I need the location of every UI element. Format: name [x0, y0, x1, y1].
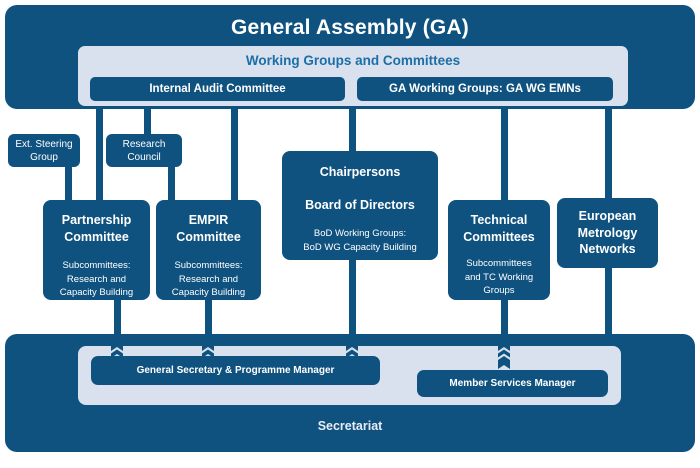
up-chevron-arrow-icon [111, 345, 123, 358]
connector-ga-empir [231, 108, 238, 202]
secretariat-panel: General Secretary & Programme Manager Me… [78, 346, 621, 405]
secretariat-banner: General Secretary & Programme Manager Me… [5, 334, 695, 452]
empir-committee-title: EMPIR Committee [176, 213, 241, 244]
bod-working-groups-subtitle: BoD Working Groups: BoD WG Capacity Buil… [303, 227, 417, 253]
connector-technical-secretariat [501, 299, 508, 347]
ga-working-groups-box: GA Working Groups: GA WG EMNs [357, 77, 613, 101]
technical-committees-subtitle: Subcommittees and TC Working Groups [464, 257, 534, 297]
partnership-committee-subtitle: Subcommittees: Research and Capacity Bui… [59, 259, 134, 299]
connector-ga-technical [501, 108, 508, 201]
european-metrology-networks-box: European Metrology Networks [557, 198, 658, 268]
connector-ga-research-council [144, 108, 151, 136]
general-secretary-label: General Secretary & Programme Manager [136, 365, 335, 376]
board-of-directors-box: Chairpersons Board of Directors BoD Work… [282, 151, 438, 260]
board-of-directors-title: Board of Directors [305, 197, 415, 212]
up-triple-chevron-arrow-icon [498, 345, 510, 369]
ext-steering-group-box: Ext. Steering Group [8, 134, 80, 167]
up-chevron-arrow-icon [202, 345, 214, 358]
up-chevron-arrow-icon [346, 345, 358, 358]
technical-committees-box: Technical Committees Subcommittees and T… [448, 200, 550, 300]
empir-committee-subtitle: Subcommittees: Research and Capacity Bui… [171, 259, 246, 299]
member-services-manager-label: Member Services Manager [449, 378, 576, 389]
general-secretary-box: General Secretary & Programme Manager [91, 356, 380, 385]
research-council-label: Research Council [122, 138, 166, 163]
general-assembly-title: General Assembly (GA) [231, 16, 469, 39]
chairpersons-title: Chairpersons [319, 165, 401, 179]
connector-empir-secretariat [205, 299, 212, 347]
ext-steering-group-label: Ext. Steering Group [15, 138, 73, 163]
working-groups-panel-title: Working Groups and Committees [245, 53, 461, 68]
internal-audit-committee-label: Internal Audit Committee [149, 83, 286, 95]
connector-emn-secretariat [605, 267, 612, 338]
partnership-committee-title: Partnership Committee [61, 213, 132, 244]
connector-ga-partnership [96, 108, 103, 201]
european-metrology-networks-title: European Metrology Networks [577, 208, 638, 257]
connector-extsteering-partnership [65, 165, 72, 201]
connector-researchcouncil-empir [168, 165, 175, 202]
secretariat-title: Secretariat [317, 419, 383, 433]
general-assembly-banner: General Assembly (GA) Working Groups and… [5, 5, 695, 109]
research-council-box: Research Council [106, 134, 182, 167]
member-services-manager-box: Member Services Manager [417, 370, 608, 397]
connector-board-secretariat [349, 259, 356, 347]
connector-ga-emn [605, 108, 612, 199]
internal-audit-committee-box: Internal Audit Committee [90, 77, 345, 101]
working-groups-panel: Working Groups and Committees Internal A… [78, 46, 628, 106]
empir-committee-box: EMPIR Committee Subcommittees: Research … [156, 200, 261, 300]
ga-working-groups-label: GA Working Groups: GA WG EMNs [389, 83, 581, 95]
technical-committees-title: Technical Committees [463, 213, 535, 244]
connector-partnership-secretariat [114, 299, 121, 347]
connector-ga-board [349, 108, 356, 152]
partnership-committee-box: Partnership Committee Subcommittees: Res… [43, 200, 150, 300]
